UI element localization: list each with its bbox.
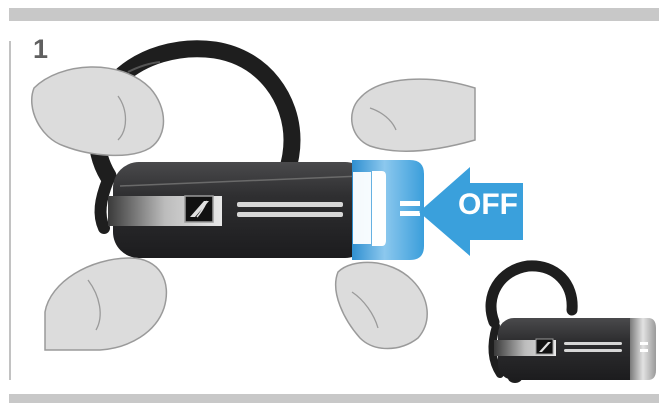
off-label: OFF [458, 190, 528, 220]
sennheiser-logo-icon [185, 196, 213, 222]
small-headset [491, 266, 656, 383]
footer-bar [9, 394, 659, 403]
